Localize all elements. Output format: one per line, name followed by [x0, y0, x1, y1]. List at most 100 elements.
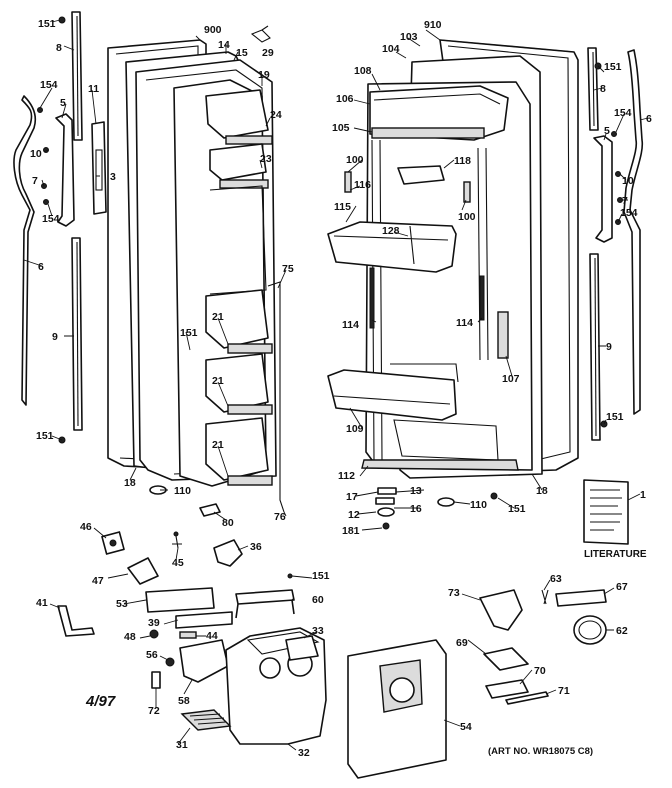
callout-151: 151 — [604, 61, 622, 73]
screw-151d — [490, 492, 498, 500]
callout-100: 100 — [346, 154, 364, 166]
callout-154: 154 — [614, 107, 632, 119]
callout-11: 11 — [88, 83, 99, 95]
grommet-48 — [149, 629, 159, 639]
callout-105: 105 — [332, 122, 350, 134]
leader-lines — [23, 19, 649, 751]
rod-114-right — [479, 275, 485, 321]
callout-181: 181 — [342, 525, 360, 537]
callout-53: 53 — [116, 598, 128, 610]
callout-12: 12 — [348, 509, 360, 521]
lever-70 — [485, 679, 529, 699]
callout-6: 6 — [38, 261, 44, 273]
butter-door-118 — [397, 165, 445, 185]
screw-154a — [37, 107, 43, 113]
bracket-11-left — [91, 121, 107, 215]
screw-154b — [43, 199, 49, 205]
bracket-67 — [555, 589, 607, 607]
callout-151: 151 — [606, 411, 624, 423]
rod-114-left — [369, 267, 375, 329]
callout-44: 44 — [206, 630, 218, 642]
spring-63 — [541, 589, 549, 605]
callout-21: 21 — [212, 439, 224, 451]
screw-154c — [611, 131, 617, 137]
fresh-food-door — [327, 39, 579, 530]
callout-29: 29 — [262, 47, 274, 59]
callout-151: 151 — [38, 18, 56, 30]
dairy-bin-106 — [369, 85, 509, 141]
callout-154: 154 — [42, 213, 60, 225]
freezer-door — [107, 25, 285, 517]
rod-71 — [505, 691, 549, 705]
freezer-shelf-21-c — [205, 417, 269, 481]
door-shelf-115 — [327, 221, 457, 273]
callout-16: 16 — [410, 503, 422, 515]
clip-29 — [250, 25, 271, 43]
callout-5: 5 — [60, 97, 66, 109]
callout-54: 54 — [460, 721, 472, 733]
door-bin-109 — [327, 369, 457, 421]
handle-5-left — [55, 113, 75, 227]
lever-41 — [57, 605, 95, 637]
callout-18: 18 — [124, 477, 136, 489]
callout-62: 62 — [616, 625, 628, 637]
callout-33: 33 — [312, 625, 324, 637]
callout-75: 75 — [282, 263, 294, 275]
callout-154: 154 — [40, 79, 58, 91]
freezer-shelf-24 — [205, 89, 269, 139]
trim-strip-6-right — [623, 49, 644, 415]
callout-115: 115 — [334, 201, 351, 213]
callout-17: 17 — [346, 491, 358, 503]
circuit-board-39 — [175, 611, 233, 629]
grip-107 — [497, 311, 509, 359]
callout-112: 112 — [338, 470, 355, 482]
callout-9: 9 — [52, 331, 58, 343]
ice-parts — [479, 589, 607, 705]
callout-labels: 151 8 154 5 11 10 3 7 154 6 9 151 900 14… — [30, 18, 652, 759]
callout-47: 47 — [92, 575, 104, 587]
callout-10: 10 — [622, 175, 634, 187]
callout-31: 31 — [176, 739, 188, 751]
gasket-910 — [439, 39, 575, 53]
callout-104: 104 — [382, 43, 400, 55]
callout-72: 72 — [148, 705, 160, 717]
callout-21: 21 — [212, 375, 224, 387]
trim-strip-6-left — [13, 95, 37, 406]
callout-151: 151 — [36, 430, 54, 442]
callout-108: 108 — [354, 65, 372, 77]
housing-58 — [179, 639, 229, 683]
part-44 — [179, 631, 197, 639]
callout-15: 15 — [236, 47, 248, 59]
callout-60: 60 — [312, 594, 324, 606]
plate-47 — [127, 557, 159, 585]
rail-105 — [371, 127, 485, 139]
tube-75 — [267, 281, 285, 513]
callout-58: 58 — [178, 695, 190, 707]
callout-110: 110 — [174, 485, 191, 497]
date-code: 4/97 — [85, 693, 116, 710]
callout-900: 900 — [204, 24, 222, 36]
cap-110-right — [437, 497, 455, 507]
callout-56: 56 — [146, 649, 158, 661]
callout-116: 116 — [354, 179, 371, 191]
callout-39: 39 — [148, 617, 160, 629]
callout-8: 8 — [600, 83, 606, 95]
literature-booklet: LITERATURE — [583, 479, 647, 560]
freezer-shelf-21-a — [205, 289, 269, 349]
left-door-hardware — [13, 11, 107, 444]
callout-910: 910 — [424, 19, 442, 31]
callout-100: 100 — [458, 211, 476, 223]
literature-label: LITERATURE — [584, 549, 647, 560]
callout-118: 118 — [454, 155, 471, 167]
art-number: (ART NO. WR18075 C8) — [488, 746, 593, 757]
bracket-60 — [235, 589, 295, 619]
callout-18: 18 — [536, 485, 548, 497]
callout-36: 36 — [250, 541, 262, 553]
callout-48: 48 — [124, 631, 136, 643]
callout-46: 46 — [80, 521, 92, 533]
flap-69 — [483, 647, 529, 671]
callout-6: 6 — [646, 113, 652, 125]
callout-80: 80 — [222, 517, 234, 529]
hinge-pin-13 — [377, 487, 397, 495]
solenoid-36 — [213, 539, 243, 567]
